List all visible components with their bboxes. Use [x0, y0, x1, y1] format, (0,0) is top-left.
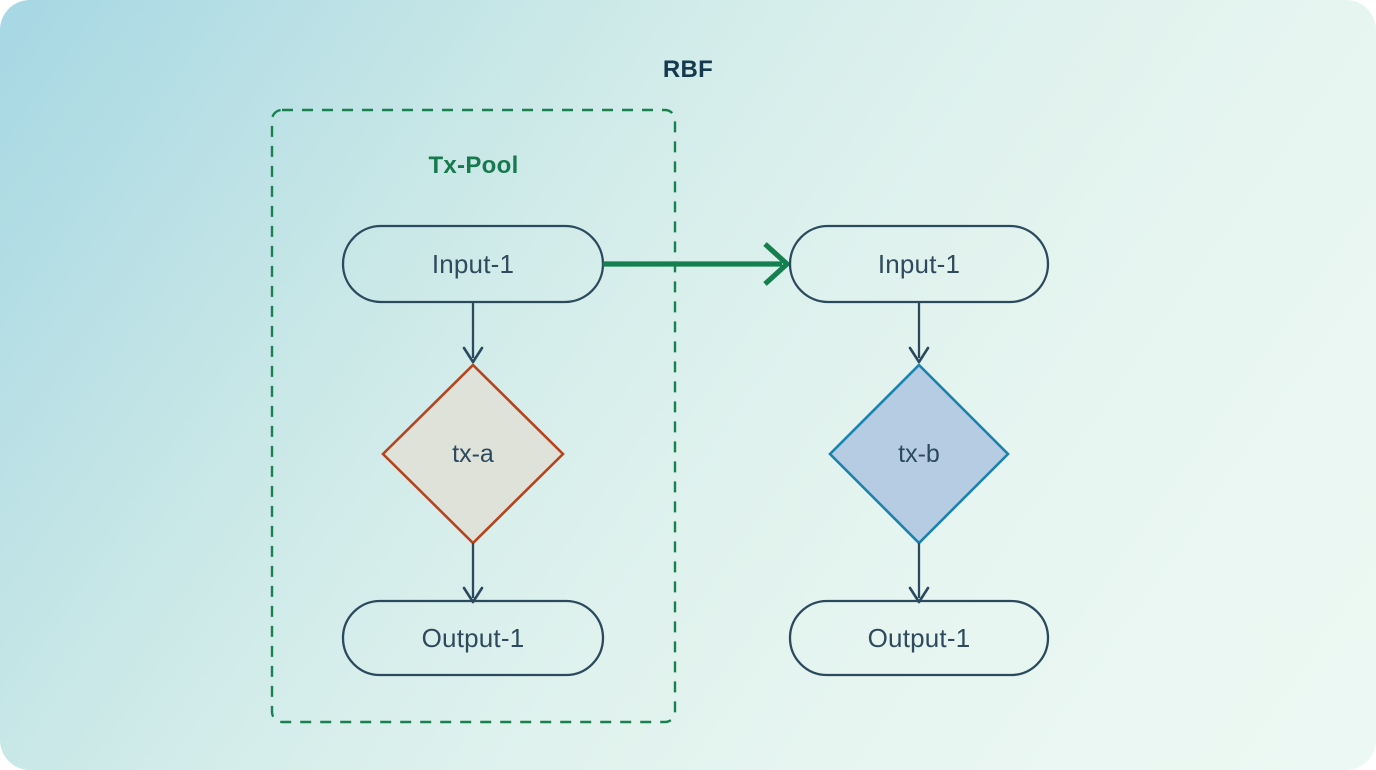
- node-pool-output[interactable]: [341, 599, 605, 677]
- node-pool-input[interactable]: [341, 224, 605, 304]
- node-new-tx-b[interactable]: [828, 363, 1010, 545]
- arrowhead-rbf-replace: [763, 242, 791, 286]
- txpool-group-label: Tx-Pool: [428, 152, 519, 179]
- node-pool-tx-a[interactable]: [381, 363, 565, 545]
- node-new-input[interactable]: [788, 224, 1050, 304]
- diagram-title: RBF: [662, 56, 714, 83]
- txpool-group-boundary: [270, 108, 677, 724]
- node-new-output[interactable]: [788, 599, 1050, 677]
- arrowhead-pool-input-to-tx-a: [462, 346, 484, 364]
- arrowhead-new-input-to-tx-b: [908, 346, 930, 364]
